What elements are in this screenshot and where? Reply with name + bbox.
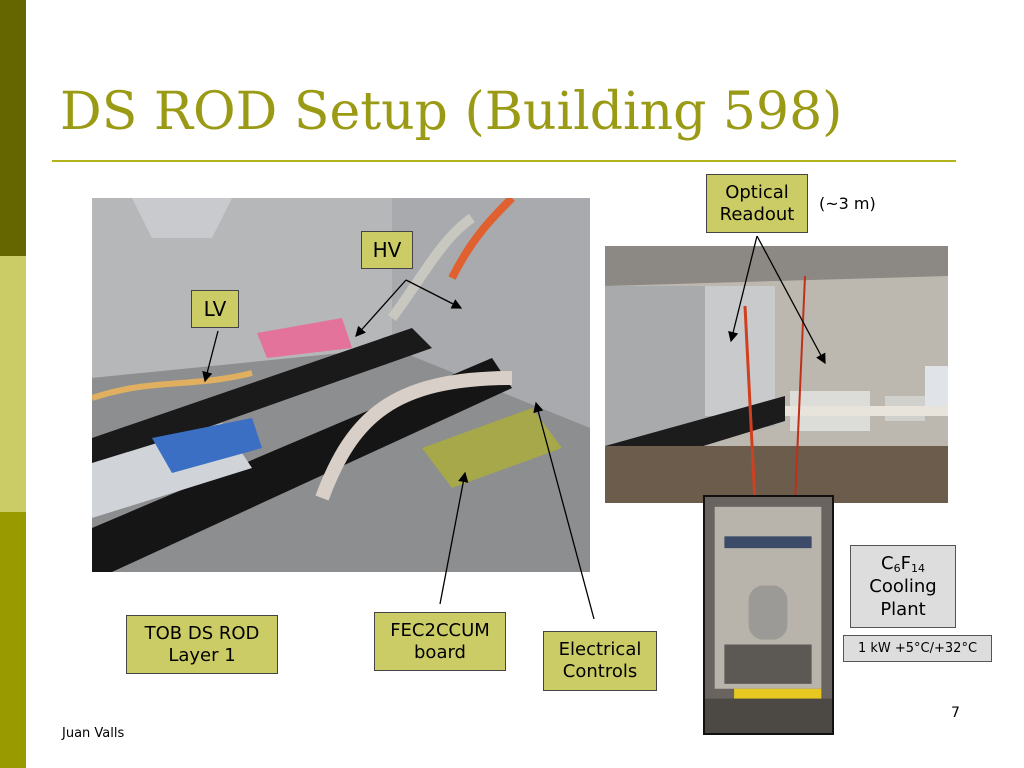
author-footer: Juan Valls xyxy=(62,726,125,741)
page-number: 7 xyxy=(951,705,960,721)
elec-label-line2: Controls xyxy=(562,661,638,682)
fec2ccum-label: FEC2CCUM board xyxy=(374,612,506,671)
coolant-formula: C6F14 xyxy=(881,553,925,575)
cooling-spec-label: 1 kW +5°C/+32°C xyxy=(843,635,992,662)
hv-label: HV xyxy=(361,231,413,269)
cooling-plant-label: C6F14 Cooling Plant xyxy=(850,545,956,628)
optical-label-line2: Readout xyxy=(719,203,795,225)
hv-label-text: HV xyxy=(372,238,402,262)
lv-label-text: LV xyxy=(203,297,227,321)
cooling-label-line2: Cooling xyxy=(869,576,937,597)
electrical-controls-label: Electrical Controls xyxy=(543,631,657,691)
approx-length-label: (~3 m) xyxy=(819,194,876,213)
optical-readout-label: Optical Readout xyxy=(706,174,808,233)
side-band-bottom xyxy=(0,512,26,768)
cooling-label-line3: Plant xyxy=(880,599,926,620)
tob-label-line1: TOB DS ROD xyxy=(144,622,260,644)
title-underline xyxy=(52,160,956,162)
slide-title: DS ROD Setup (Building 598) xyxy=(60,82,843,142)
lv-label: LV xyxy=(191,290,239,328)
elec-label-line1: Electrical xyxy=(558,639,642,660)
tob-ds-rod-label: TOB DS ROD Layer 1 xyxy=(126,615,278,674)
photo-cooling-plant xyxy=(703,495,834,735)
tob-label-line2: Layer 1 xyxy=(168,644,236,666)
side-band-middle xyxy=(0,256,26,512)
fec-label-line1: FEC2CCUM xyxy=(390,619,490,641)
photo-optical-readout xyxy=(605,246,948,503)
fec-label-line2: board xyxy=(414,641,466,663)
optical-label-line1: Optical xyxy=(725,181,789,203)
photo-rod-setup xyxy=(92,198,590,572)
side-band-top xyxy=(0,0,26,256)
